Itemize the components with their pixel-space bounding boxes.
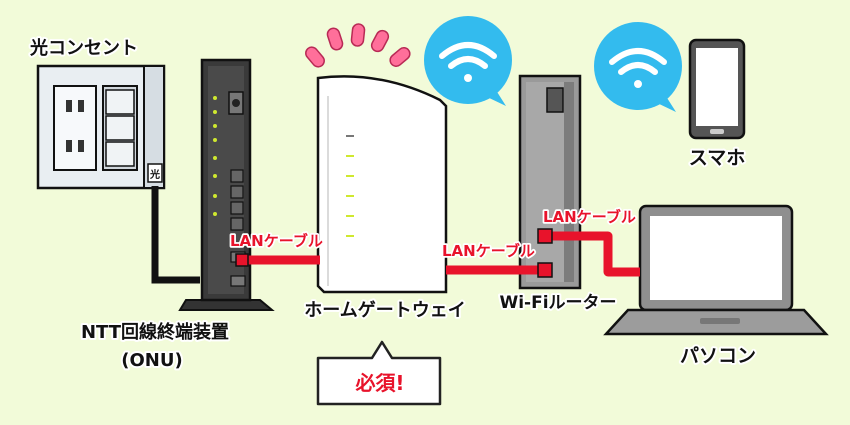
wifi-icon <box>609 48 667 88</box>
cable-label-gateway-router: LANケーブル <box>442 242 535 260</box>
outlet-label: 光コンセント <box>29 37 138 59</box>
smartphone-device <box>688 38 746 140</box>
cable-label-onu-gateway: LANケーブル <box>230 232 323 250</box>
lan-cable-router-pc <box>548 231 640 277</box>
laptop-device <box>603 204 829 336</box>
optical-outlet: 光 <box>36 64 166 190</box>
outlet-tag-label: 光 <box>149 168 160 181</box>
required-callout: 必須! <box>316 340 442 406</box>
wifi-router-label: Wi-Fiルーター <box>499 293 616 313</box>
required-callout-text: 必須! <box>354 371 404 395</box>
gateway-label: ホームゲートウェイ <box>304 299 465 321</box>
pc-label: パソコン <box>680 345 756 367</box>
fiber-cable <box>151 186 200 284</box>
onu-device <box>178 58 275 311</box>
wifi-bubble-router <box>424 16 512 106</box>
home-gateway-device <box>316 75 448 294</box>
attention-marks <box>305 23 411 68</box>
onu-label-line1: NTT回線終端装置 <box>81 321 229 343</box>
cable-label-router-pc: LANケーブル <box>543 208 636 226</box>
smartphone-label: スマホ <box>689 147 745 169</box>
wifi-router-device <box>518 74 582 290</box>
onu-label-line2: (ONU) <box>121 350 182 371</box>
wifi-icon <box>439 42 497 82</box>
wifi-bubble-smartphone <box>594 22 682 112</box>
lan-cables <box>242 231 640 277</box>
